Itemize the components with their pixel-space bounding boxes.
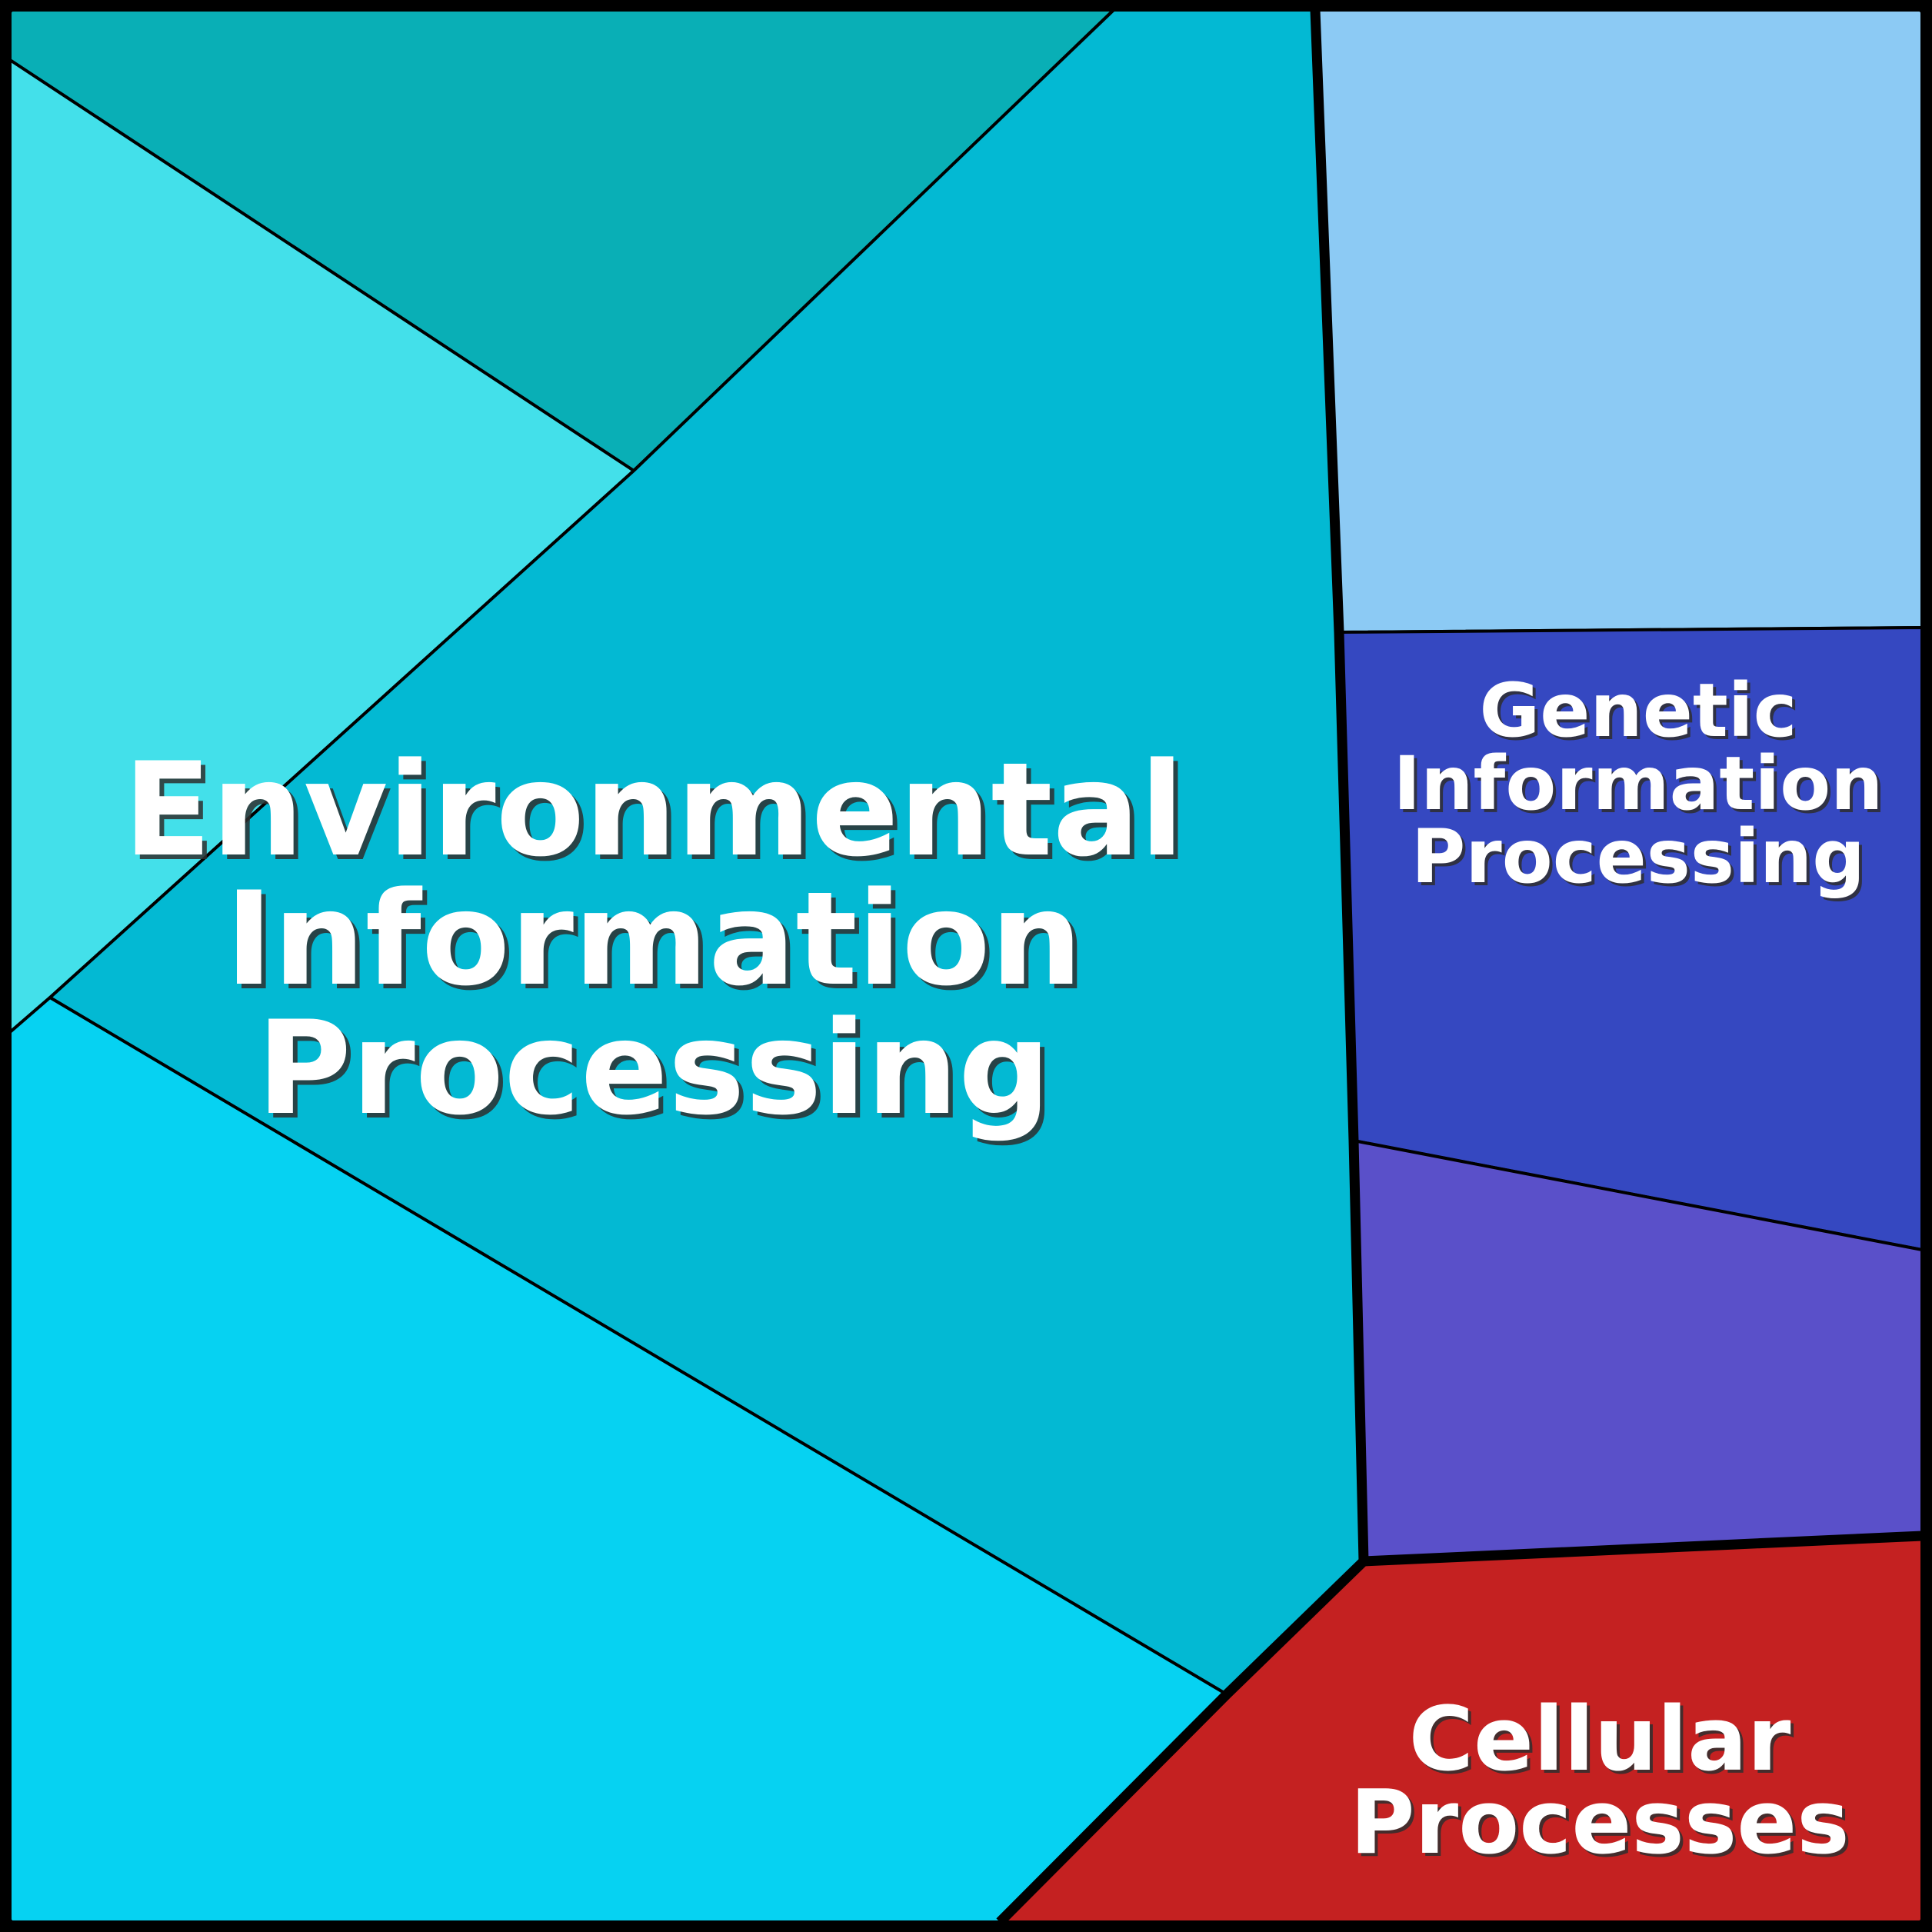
environmental-information-processing-label-line-1: Information bbox=[225, 864, 1083, 1014]
genetic-information-processing-label-line-2-shadow: Processing bbox=[1414, 817, 1868, 903]
cellular-processes-label-line-1-shadow: Processes bbox=[1353, 1774, 1853, 1877]
environmental-information-processing-label-line-2: Processing bbox=[257, 993, 1051, 1144]
cellular-processes-label-line-0-shadow: Cellular bbox=[1412, 1691, 1794, 1794]
environmental-information-processing-label-line-0: Environmental bbox=[123, 734, 1184, 885]
environmental-information-processing-label: EnvironmentalEnvironmentalInformationInf… bbox=[123, 734, 1188, 1148]
environmental-information-processing-label-line-0-shadow: Environmental bbox=[128, 739, 1188, 890]
genetic-information-processing-label-line-0: Genetic bbox=[1479, 668, 1797, 754]
environmental-information-processing-label-line-2-shadow: Processing bbox=[261, 998, 1055, 1148]
genetic-information-processing-label-line-1-shadow: Information bbox=[1396, 744, 1886, 830]
cellular-processes-label-line-1: Processes bbox=[1350, 1771, 1850, 1874]
genetic-information-processing-label: GeneticGeneticInformationInformationProc… bbox=[1393, 668, 1886, 903]
genetic-information-processing-label-line-1: Information bbox=[1393, 741, 1883, 827]
environmental-information-processing-label-line-1-shadow: Information bbox=[230, 868, 1088, 1019]
cellular-processes-label-line-0: Cellular bbox=[1409, 1688, 1791, 1791]
genetic-information-processing-label-line-0-shadow: Genetic bbox=[1482, 671, 1800, 757]
divider-eip-gip-cp bbox=[996, 9, 1369, 1926]
divider-gip-cp bbox=[1363, 1531, 1923, 1567]
genetic-information-processing-label-line-2: Processing bbox=[1411, 814, 1865, 900]
gen-cell-light-blue bbox=[1314, 8, 1924, 634]
